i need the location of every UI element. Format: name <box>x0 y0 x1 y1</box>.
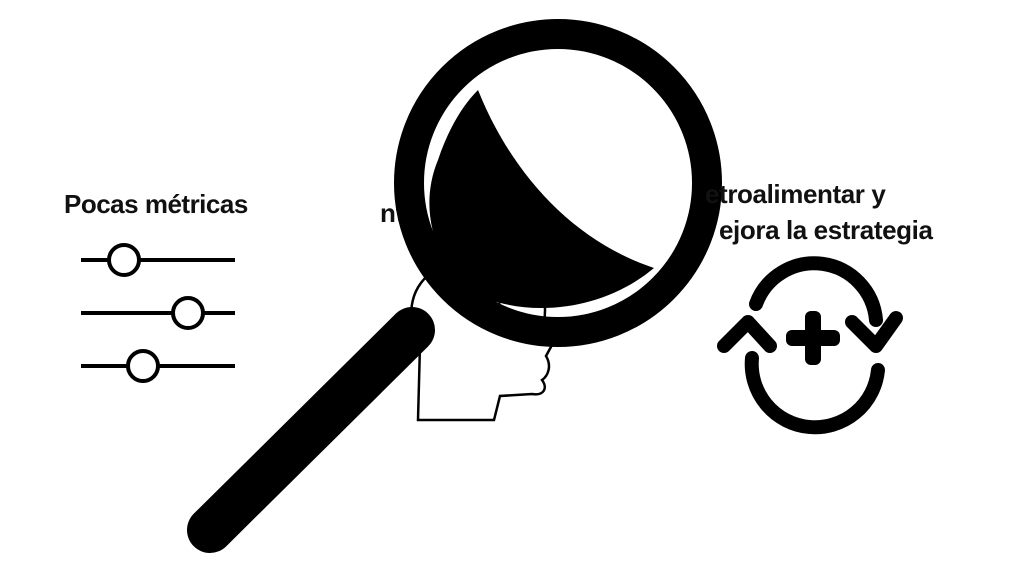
arc-bottom <box>744 351 885 435</box>
slider-knob-1 <box>107 243 141 277</box>
arc-top <box>749 256 883 327</box>
lens-shadow <box>429 90 654 309</box>
magnifier-rim <box>394 19 722 347</box>
magnifier-handle <box>187 307 435 553</box>
slider-knob-2 <box>171 296 205 330</box>
slider-knob-3 <box>126 349 160 383</box>
few-metrics-label: Pocas métricas <box>64 189 248 219</box>
feedback-line-1: etroalimentar y <box>705 179 886 209</box>
feedback-line-2: ejora la estrategia <box>719 215 933 245</box>
feedback-label: etroalimentar y ejora la estrategia <box>705 176 933 248</box>
arrow-left <box>717 315 777 353</box>
plus-icon <box>786 311 840 365</box>
arrow-right <box>845 311 903 353</box>
